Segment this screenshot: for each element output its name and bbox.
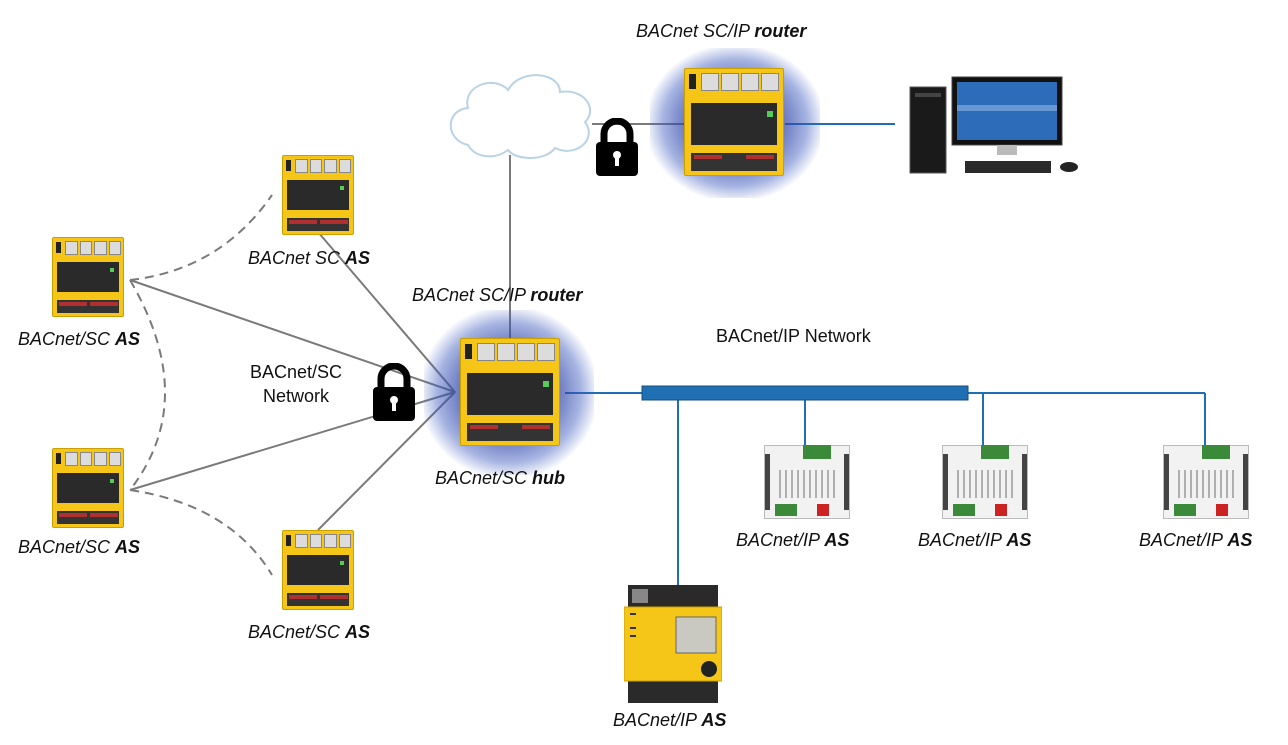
label-text: BACnet/SC (18, 329, 116, 349)
label-text: BACnet/SC (18, 537, 116, 557)
label-text: BACnet/IP (1139, 530, 1228, 550)
label-bold: router (530, 285, 583, 305)
router-top-label: BACnet SC/IP router (636, 21, 806, 42)
hub-device-body (460, 338, 560, 446)
sc-as-left2-label: BACnet/SC AS (18, 537, 140, 558)
label-bold: AS (345, 248, 371, 268)
label-text: BACnet/IP (736, 530, 825, 550)
label-bold: AS (1227, 530, 1253, 550)
ip-network-label: BACnet/IP Network (716, 326, 871, 346)
ip-network-bus (641, 385, 969, 401)
label-text: BACnet/IP (918, 530, 1007, 550)
sc-network-label: BACnet/SC Network (236, 360, 356, 408)
ip-as-controller-device[interactable] (623, 585, 723, 703)
router-device-body (684, 68, 784, 176)
label-text: BACnet SC (248, 248, 346, 268)
label-text: BACnet/SC (435, 468, 533, 488)
label-bold: AS (115, 329, 141, 349)
dashed-link (129, 194, 273, 281)
lock-icon (594, 117, 640, 183)
label-bold: hub (532, 468, 566, 488)
dashed-link (129, 279, 166, 491)
ip-as-device-2[interactable] (942, 445, 1028, 519)
router-hub-label: BACnet SC/IP router (412, 285, 582, 306)
sc-as-bottom-label: BACnet/SC AS (248, 622, 370, 643)
label-text: BACnet/SC (248, 622, 346, 642)
sc-as-left1-label: BACnet/SC AS (18, 329, 140, 350)
sc-network-line1: BACnet/SC (249, 362, 343, 382)
ip-as-2-label: BACnet/IP AS (918, 530, 1031, 551)
ip-as-3-label: BACnet/IP AS (1139, 530, 1252, 551)
sc-network-line2: Network (262, 386, 329, 406)
label-text: BACnet/IP (613, 710, 702, 730)
sc-link (129, 279, 456, 393)
label-bold: AS (1006, 530, 1032, 550)
label-bold: AS (701, 710, 727, 730)
hub-label: BACnet/SC hub (435, 468, 565, 489)
ip-as-device-3[interactable] (1163, 445, 1249, 519)
sc-as-top-label: BACnet SC AS (248, 248, 370, 269)
label-bold: router (754, 21, 807, 41)
dashed-link (129, 489, 273, 576)
label-bold: AS (345, 622, 371, 642)
label-bold: AS (824, 530, 850, 550)
ip-as-4-label: BACnet/IP AS (613, 710, 726, 731)
cloud-icon (449, 74, 591, 159)
lock-icon (371, 362, 417, 428)
label-text: BACnet SC/IP (636, 21, 755, 41)
ip-as-device-1[interactable] (764, 445, 850, 519)
label-bold: AS (115, 537, 141, 557)
workstation-icon (905, 75, 1080, 182)
label-text: BACnet SC/IP (412, 285, 531, 305)
controller-graphic (623, 585, 723, 703)
ip-as-1-label: BACnet/IP AS (736, 530, 849, 551)
